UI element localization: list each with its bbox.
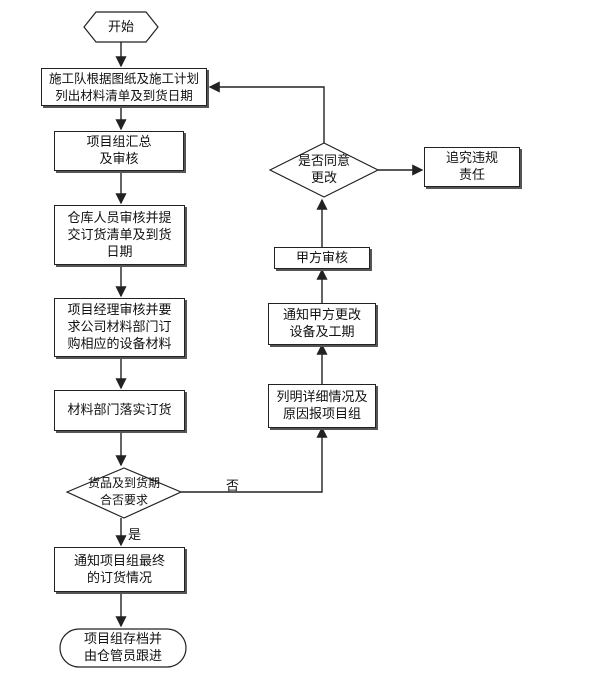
end-terminal: 项目组存档并 由仓管员跟进 <box>83 632 162 664</box>
node-warehouse: 仓库人员审核并提 交订货清单及到货 日期 <box>54 205 185 265</box>
node-summarize: 项目组汇总 及审核 <box>54 131 184 171</box>
end-terminal-shape <box>59 628 187 668</box>
node-list-materials: 施工队根据图纸及施工计划 列出材料清单及到货日期 <box>41 68 207 106</box>
decision-goods: 货品及到货期 合否要求 <box>87 476 160 507</box>
node-notify-final: 通知项目组最终 的订货情况 <box>54 547 185 592</box>
edge-decision-no <box>181 426 328 493</box>
node-liability: 追究违规 责任 <box>424 147 520 187</box>
edge-label-no: 否 <box>226 479 240 494</box>
node-manager: 项目经理审核并要 求公司材料部门订 购相应的设备材料 <box>54 298 185 357</box>
edge-agree-yes-loop <box>208 81 325 143</box>
start-terminal: 开始 <box>107 19 134 35</box>
edge-label-yes: 是 <box>128 528 142 543</box>
node-report-reason: 列明详细情况及 原因报项目组 <box>268 384 376 428</box>
decision-agree: 是否同意 更改 <box>297 154 350 186</box>
node-notify-party: 通知甲方更改 设备及工期 <box>268 303 376 345</box>
node-order: 材料部门落实订货 <box>54 390 185 431</box>
start-terminal-shape <box>83 11 159 43</box>
node-party-review: 甲方审核 <box>274 247 370 269</box>
